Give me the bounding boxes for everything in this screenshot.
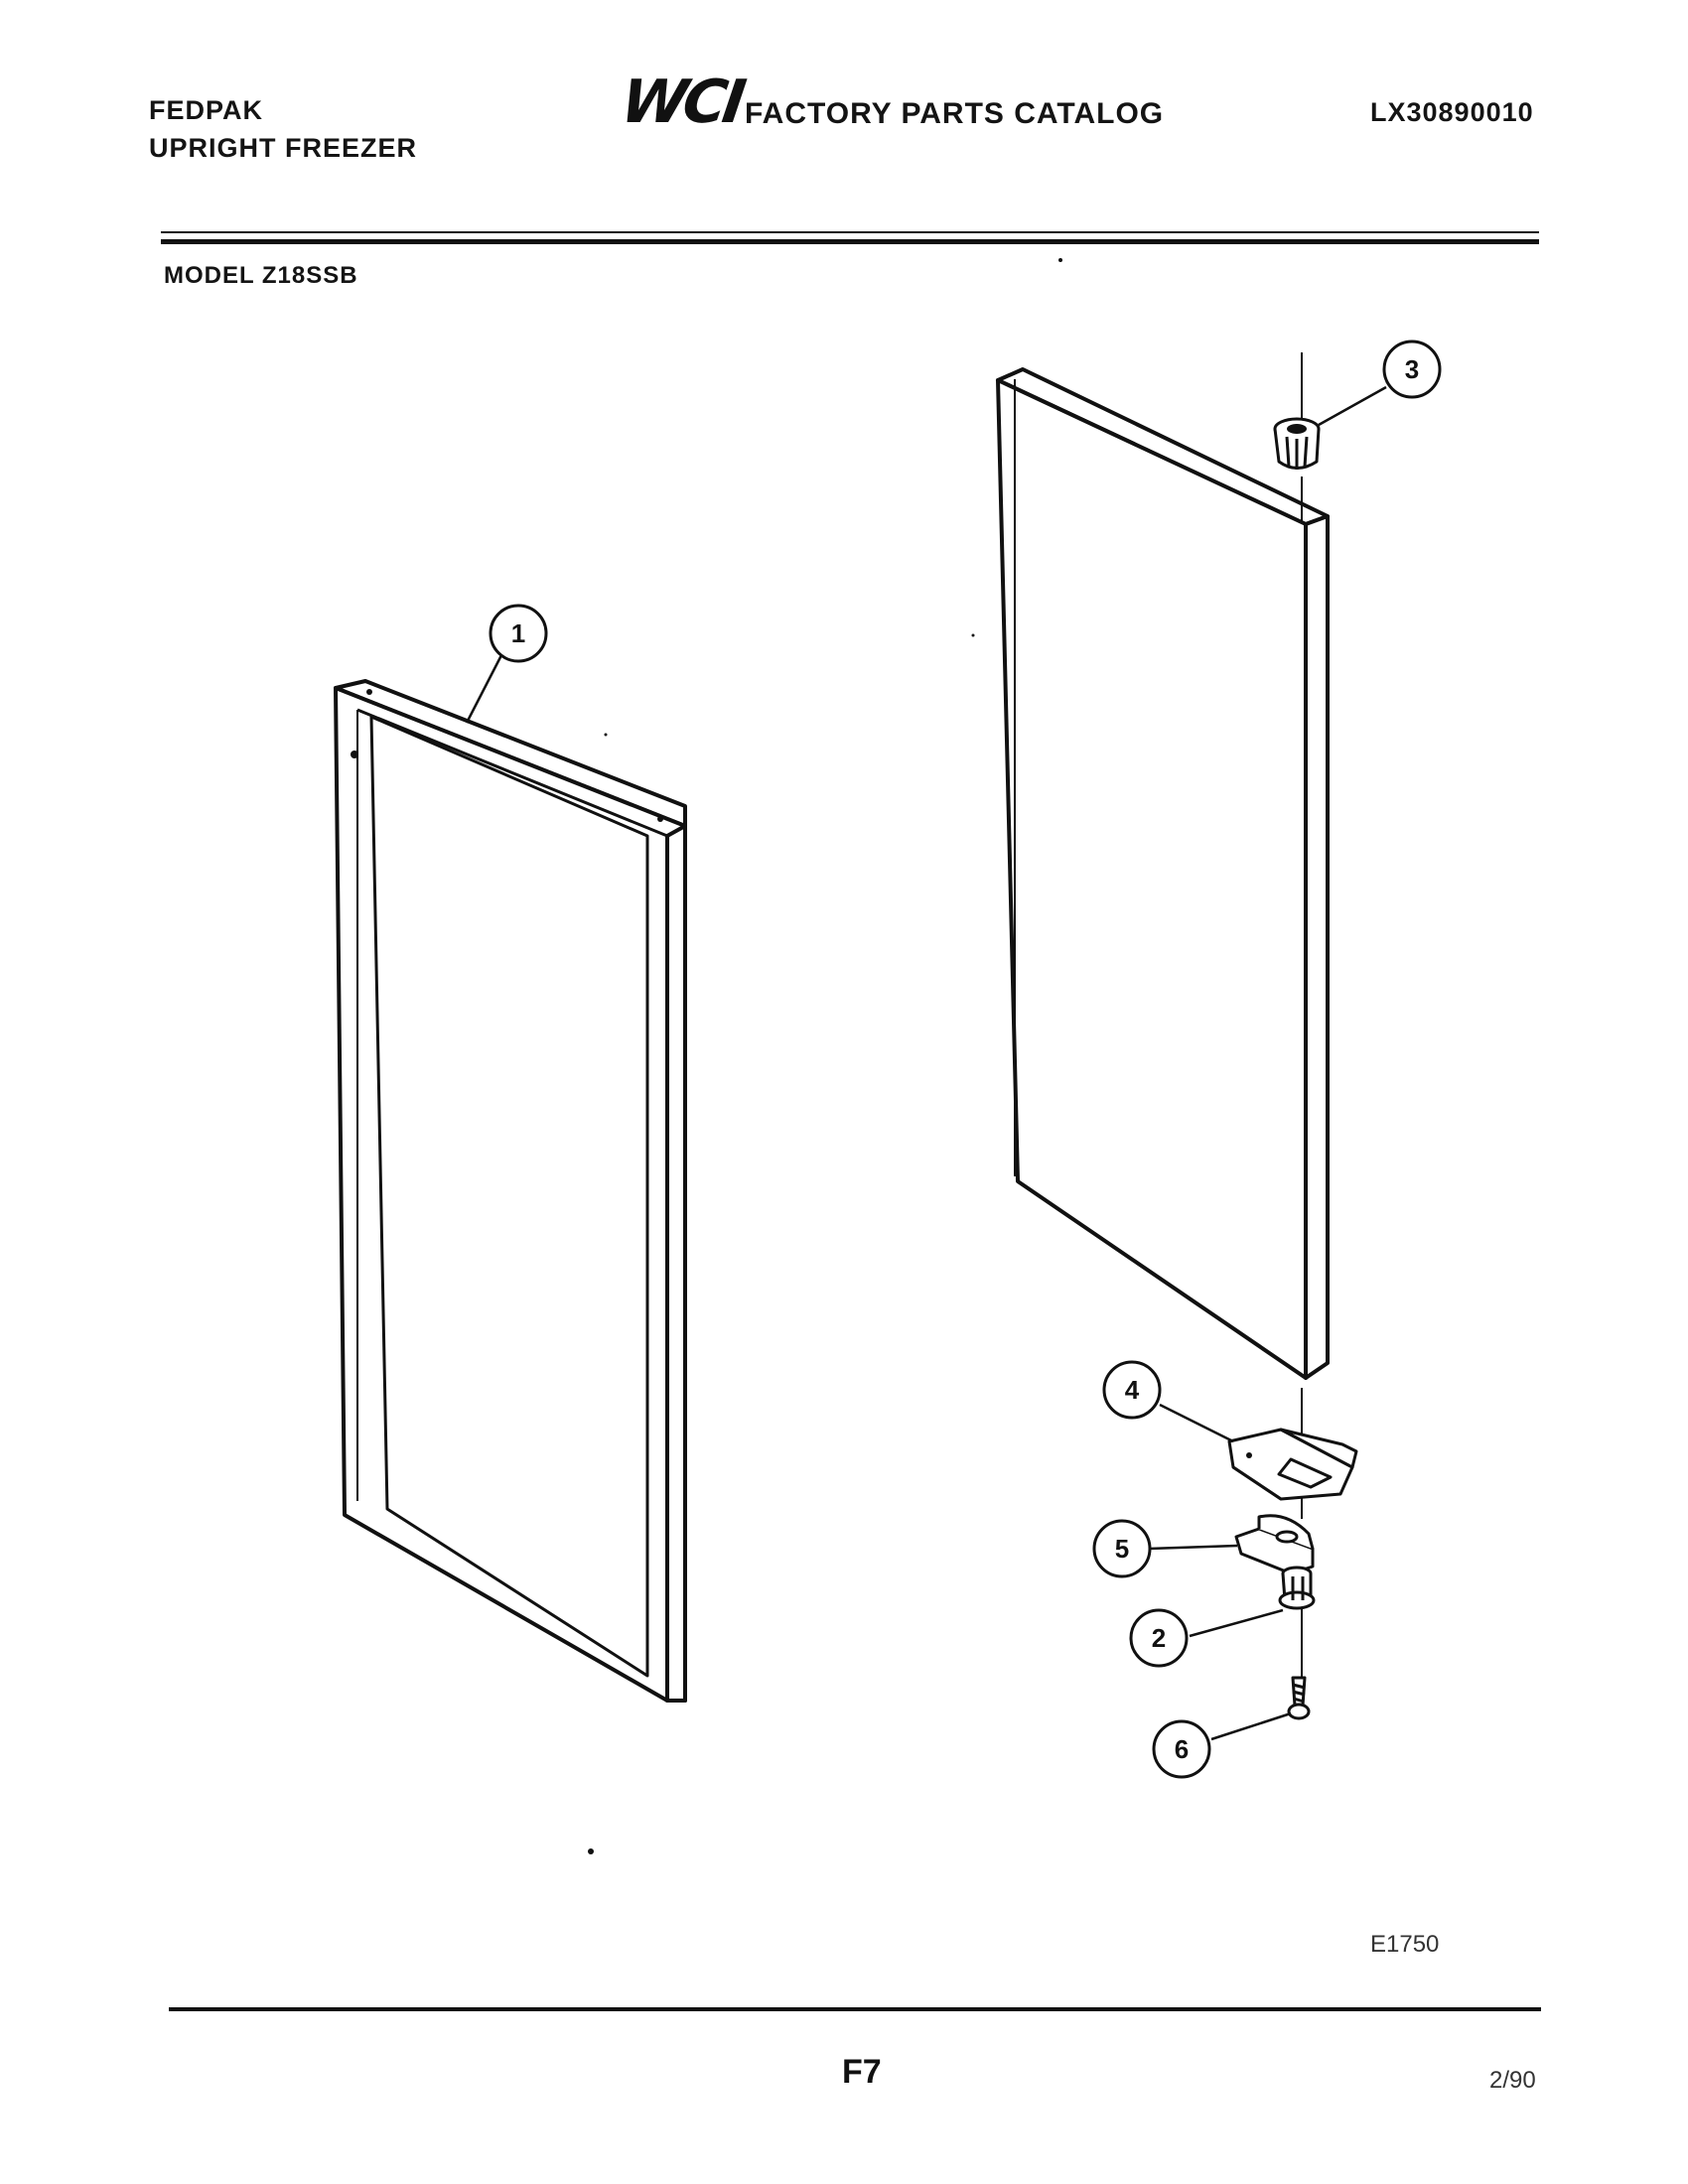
callout-3: 3 (1382, 340, 1442, 399)
callout-6-label: 6 (1175, 1734, 1189, 1764)
brand-line-1: FEDPAK (149, 95, 264, 125)
top-hinge-bushing (1273, 417, 1321, 470)
diagram-code: E1750 (1370, 1931, 1440, 1958)
bottom-hinge-bushing (1278, 1566, 1316, 1610)
callout-5-label: 5 (1115, 1534, 1129, 1564)
page-number: F7 (842, 2053, 882, 2091)
hinge-bracket (1227, 1428, 1358, 1501)
callout-1: 1 (489, 604, 548, 663)
callout-2-label: 2 (1152, 1623, 1166, 1653)
door-gasket-frame (334, 679, 687, 1703)
model-label: MODEL Z18SSB (164, 262, 358, 289)
scan-specks (588, 258, 1062, 1854)
footer-rule (169, 2007, 1541, 2011)
catalog-number: LX30890010 (1370, 97, 1534, 127)
brand-line-2: UPRIGHT FREEZER (149, 133, 418, 163)
callout-5: 5 (1092, 1519, 1152, 1578)
callout-2: 2 (1129, 1608, 1189, 1668)
callout-leaders (465, 385, 1387, 1741)
header-rule-thin (161, 231, 1539, 233)
callout-4-label: 4 (1125, 1375, 1140, 1405)
revision-date: 2/90 (1489, 2067, 1536, 2094)
callout-3-label: 3 (1405, 354, 1419, 384)
callout-4: 4 (1102, 1360, 1162, 1420)
callout-6: 6 (1152, 1719, 1211, 1779)
header-rule-thick (161, 239, 1539, 244)
hinge-screw (1287, 1676, 1311, 1720)
callout-1-label: 1 (511, 618, 525, 648)
door-panel (996, 367, 1330, 1380)
hinge-spacer-clip (1234, 1514, 1315, 1575)
catalog-title: FACTORY PARTS CATALOG (745, 97, 1165, 130)
